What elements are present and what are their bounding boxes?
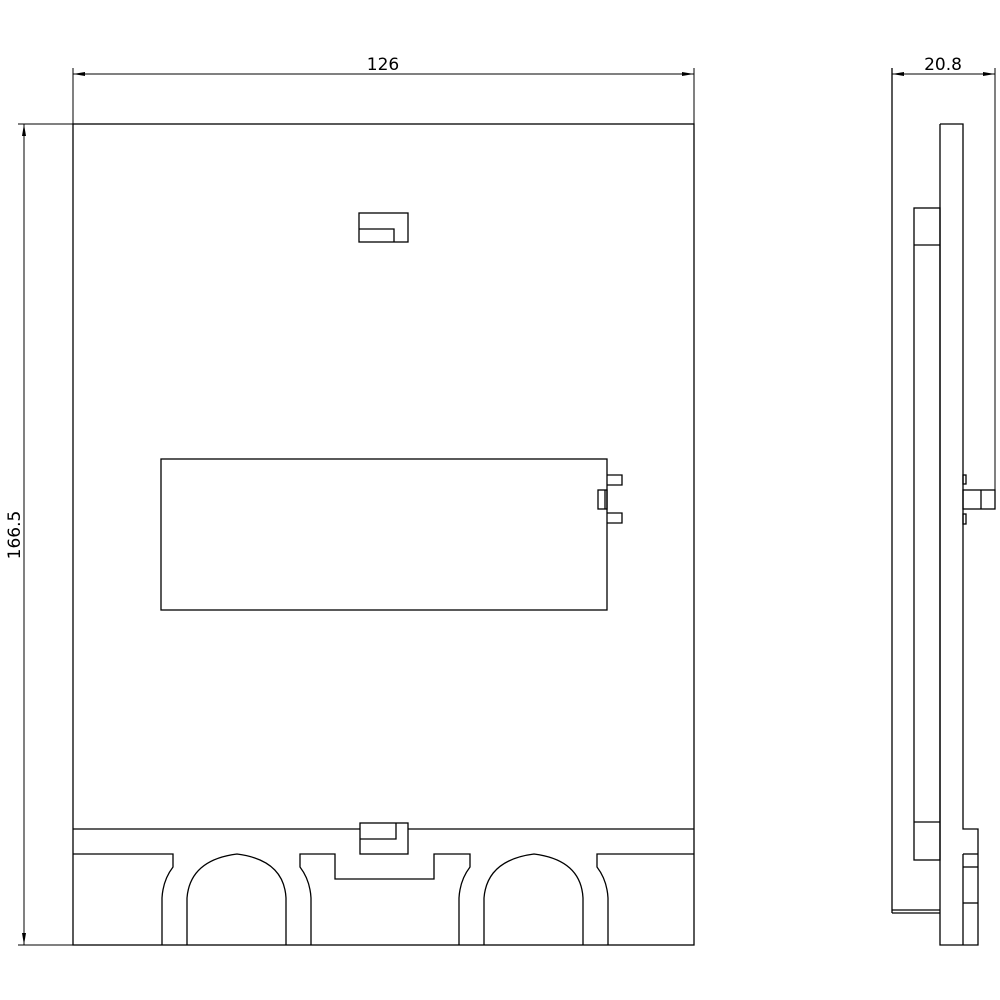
- width-dimension: 126: [72, 55, 695, 124]
- width-label: 126: [367, 55, 399, 75]
- depth-label: 20.8: [924, 55, 962, 75]
- front-outline: [72, 123, 695, 946]
- bottom-profile: [73, 853, 694, 945]
- height-dimension: 166.5: [5, 123, 73, 946]
- side-view: [891, 68, 996, 946]
- top-clip: [358, 212, 409, 243]
- depth-dimension: 20.8: [892, 55, 995, 76]
- bottom-rail: [73, 822, 694, 945]
- height-label: 166.5: [5, 511, 25, 560]
- front-view: [72, 123, 695, 946]
- center-panel: [160, 458, 623, 611]
